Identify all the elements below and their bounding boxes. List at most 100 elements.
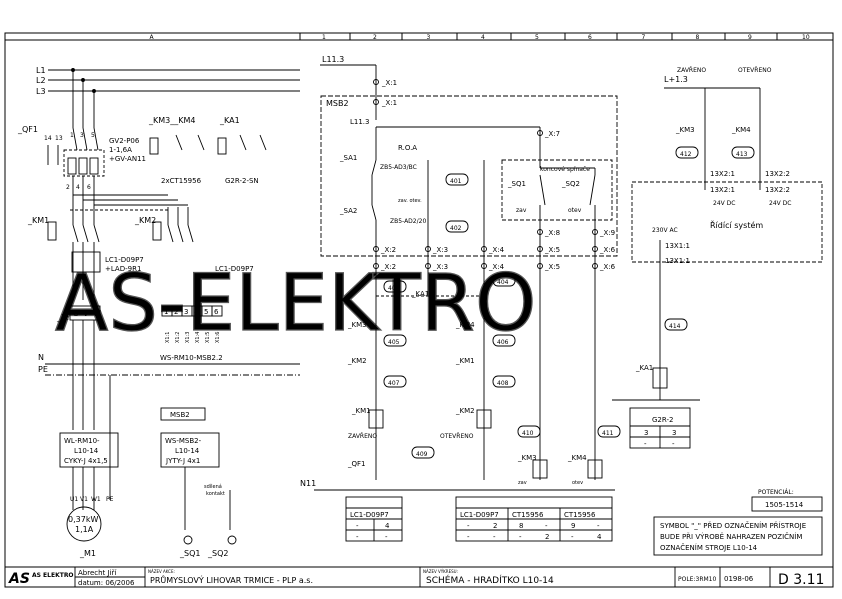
svg-text:ZAVŘENO: ZAVŘENO: [348, 432, 377, 440]
svg-text:W: W: [93, 309, 101, 318]
wire-code: 410: [522, 430, 534, 437]
svg-text:G2R-2-SN: G2R-2-SN: [225, 177, 259, 185]
grid-col-8: 8: [696, 34, 700, 41]
svg-text:Řídící systém: Řídící systém: [710, 220, 763, 230]
svg-text:OTEVŘENO: OTEVŘENO: [440, 432, 474, 440]
svg-text:_QF1: _QF1: [347, 460, 366, 468]
svg-text:WS-MSB2-: WS-MSB2-: [165, 437, 202, 445]
svg-text:1505-1514: 1505-1514: [765, 501, 804, 509]
svg-text:U1: U1: [70, 496, 78, 503]
terminal-label: _X:9: [599, 229, 615, 237]
svg-text:LC1-D09P7: LC1-D09P7: [350, 511, 389, 519]
svg-text:14: 14: [44, 135, 52, 142]
table-header: LC1-D09P7: [460, 511, 499, 519]
svg-text:L11.3: L11.3: [350, 118, 370, 126]
svg-text:LC1-D09P7: LC1-D09P7: [215, 265, 254, 273]
grid-col-1: 1: [322, 34, 326, 41]
table-header: CT15956: [512, 511, 544, 519]
svg-text:L10-14: L10-14: [175, 447, 200, 455]
svg-text:SYMBOL "_" PŘED OZNAČENÍM PŘÍS: SYMBOL "_" PŘED OZNAČENÍM PŘÍSTROJE: [660, 521, 806, 530]
svg-text:-: -: [385, 533, 388, 541]
terminal-label: _X:4: [488, 246, 505, 254]
grid-col-3: 3: [427, 34, 431, 41]
svg-text:WS-RM10-MSB2.2: WS-RM10-MSB2.2: [160, 354, 223, 362]
table-cell: 2: [493, 522, 497, 530]
svg-text:ZAVŘENO: ZAVŘENO: [677, 66, 706, 74]
strip-cell: 4: [194, 308, 199, 316]
svg-text:_SQ1: _SQ1: [179, 549, 200, 558]
svg-text:W1: W1: [91, 496, 101, 503]
logo: AS: [8, 571, 30, 587]
svg-text:V1: V1: [80, 496, 88, 503]
svg-text:_KM2: _KM2: [455, 407, 475, 415]
wire-code: 402: [450, 225, 462, 232]
wire-code: 411: [602, 430, 614, 437]
svg-text:_KM3: _KM3: [675, 126, 695, 134]
svg-text:13X2:2: 13X2:2: [765, 170, 790, 178]
svg-text:koncové spínače: koncové spínače: [540, 166, 590, 173]
grid-col-10: 10: [802, 34, 810, 41]
svg-text:zav: zav: [516, 207, 527, 214]
svg-text:13X1:1: 13X1:1: [665, 242, 690, 250]
svg-text:13X1:1: 13X1:1: [665, 257, 690, 265]
svg-text:13X2:1: 13X2:1: [710, 170, 735, 178]
svg-text:JYTY-J 4x1: JYTY-J 4x1: [165, 457, 200, 465]
wire-code: 414: [669, 323, 681, 330]
wire-code: 403: [388, 285, 400, 292]
svg-text:otev: otev: [572, 480, 583, 486]
logo-text: AS ELEKTRO: [32, 572, 74, 579]
grid-col-4: 4: [481, 34, 485, 41]
strip-label: X1:2: [175, 332, 181, 343]
strip-cell: 1: [164, 308, 168, 316]
strip-label: X1:5: [205, 332, 211, 343]
outer-frame: [4, 32, 834, 588]
svg-text:PE: PE: [38, 365, 48, 374]
wire-code: 404: [497, 279, 509, 286]
wire-code: 405: [388, 339, 400, 346]
wire-code: 412: [680, 151, 692, 158]
svg-text:Abrecht Jiří: Abrecht Jiří: [78, 569, 117, 577]
svg-text:2: 2: [66, 184, 70, 191]
table-cell: -: [519, 533, 522, 541]
svg-text:1,1A: 1,1A: [75, 525, 94, 534]
svg-text:4: 4: [385, 522, 390, 530]
svg-text:BUDE PŘI VÝROBĚ NAHRAZEN POZIČ: BUDE PŘI VÝROBĚ NAHRAZEN POZIČNÍM: [660, 532, 802, 541]
svg-text:2xCT15956: 2xCT15956: [161, 177, 202, 185]
svg-text:OZNAČENÍM STROJE L10-14: OZNAČENÍM STROJE L10-14: [660, 543, 758, 552]
grid-col-9: 9: [748, 34, 752, 41]
svg-text:MSB2: MSB2: [170, 411, 190, 419]
sa1-label: _SA1: [339, 154, 357, 162]
svg-text:_X:1: _X:1: [381, 79, 397, 87]
table-cell: 4: [597, 533, 602, 541]
svg-text:1: 1: [70, 132, 74, 139]
svg-text:_KM1: _KM1: [455, 357, 475, 365]
svg-text:_KM3: _KM3: [517, 454, 537, 462]
svg-text:13X2:2: 13X2:2: [765, 186, 790, 194]
svg-text:N11: N11: [300, 479, 316, 488]
svg-text:13X2:1: 13X2:1: [710, 186, 735, 194]
table-cell: -: [493, 533, 496, 541]
svg-text:U: U: [73, 309, 79, 318]
terminal-label: _X:8: [544, 229, 560, 237]
svg-text:_KM2: _KM2: [347, 357, 367, 365]
grid-col-2: 2: [373, 34, 377, 41]
svg-text:3: 3: [672, 429, 676, 437]
terminal-label: _X:3: [432, 246, 448, 254]
svg-text:0,37kW: 0,37kW: [68, 515, 98, 524]
svg-text:_X:7: _X:7: [544, 130, 560, 138]
svg-text:_SQ2: _SQ2: [207, 549, 228, 558]
svg-text:otev: otev: [568, 207, 582, 214]
table-cell: -: [467, 533, 470, 541]
svg-text:V: V: [83, 309, 89, 318]
terminal-label: _X:3: [432, 263, 448, 271]
svg-text:24V DC: 24V DC: [713, 200, 735, 207]
strip-label: X1:3: [185, 332, 191, 343]
terminal-label: _X:6: [599, 263, 616, 271]
terminal-label: _X:4: [488, 263, 505, 271]
svg-text:1-1,6A: 1-1,6A: [109, 146, 132, 154]
svg-text:sdílená: sdílená: [204, 483, 222, 490]
svg-text:L+1.3: L+1.3: [664, 75, 688, 84]
svg-text:OTEVŘENO: OTEVŘENO: [738, 66, 772, 74]
table-cell: -: [571, 533, 574, 541]
